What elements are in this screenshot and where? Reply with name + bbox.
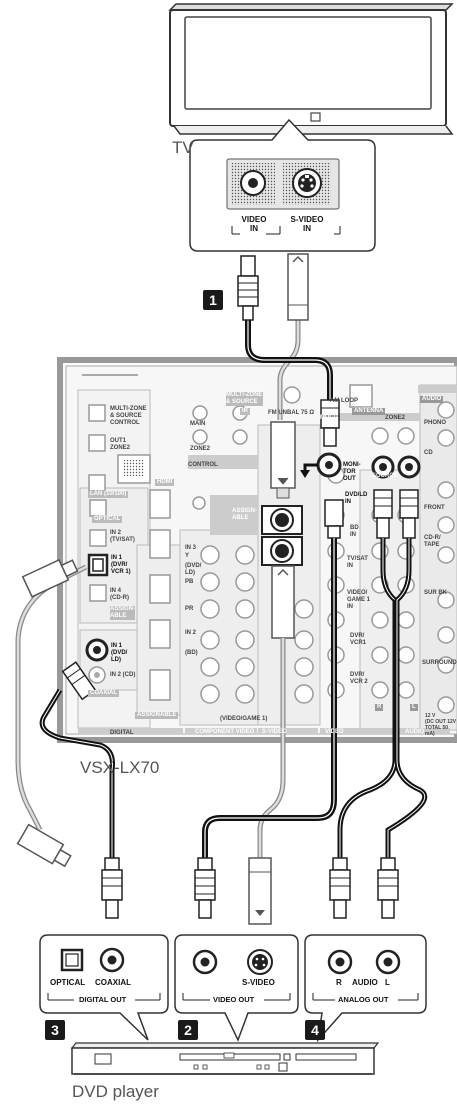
rcv-in1-dvd-label: IN 1 (DVD/ LD) [111, 643, 128, 663]
composite-cable-dvd [194, 499, 344, 919]
receiver-model-label: VSX-LX70 [80, 758, 160, 777]
rcv-dvd-ld-label: (DVD/ LD) [185, 563, 202, 576]
rcv-audio-bottom-label: AUDIO [405, 729, 425, 735]
rcv-bd-label: (BD) [185, 650, 198, 656]
optical-cable [15, 558, 88, 868]
rcv-in3-label: IN 3 [185, 545, 197, 551]
rcv-lan-label: LAN (10/100) [88, 491, 129, 498]
rcv-ir-zone2-label: ZONE2 [190, 446, 211, 452]
rcv-cd-label: CD [424, 450, 433, 456]
rcv-in2-label: IN 2 [185, 630, 197, 636]
coaxial-cable [39, 661, 123, 919]
rcv-y-label: Y [185, 553, 190, 559]
tv-illustration [168, 3, 454, 135]
analog-audio-label: AUDIO [352, 978, 378, 987]
step-badge-3: 3 [45, 1020, 65, 1040]
tv-input-panel [189, 118, 376, 252]
rcv-source-label: SOURCE [372, 473, 398, 479]
rcv-ir-main-label: MAIN [190, 421, 206, 427]
analog-audio-cable [329, 489, 428, 919]
rcv-multi-label: MULTI [320, 415, 338, 421]
dvd-analog-out-panel [304, 934, 427, 1043]
rcv-assignable-digital-label: ASSIGN- ABLE [110, 606, 136, 620]
digital-out-title: DIGITAL OUT [76, 995, 130, 1004]
analog-r-label: R [336, 978, 342, 987]
rcv-in2-tvsat-label: IN 2 (TV/SAT) [110, 530, 135, 543]
rcv-assignable-bottom-label: ASSIGNABLE [135, 712, 179, 719]
rcv-assignable-mid-label: ASSIGN- ABLE [232, 508, 258, 521]
rcv-video-game-label: (VIDEO/GAME 1) [220, 716, 268, 722]
rcv-bd-in-label: BD IN [350, 525, 359, 538]
tv-svideo-in-label: S-VIDEO IN [290, 215, 324, 233]
svideo-cable-dvd [248, 565, 295, 925]
tv-label: TV [172, 138, 194, 157]
receiver-rear-panel [57, 357, 457, 743]
rcv-in4-cdr-label: IN 4 (CD-R) [110, 588, 129, 601]
rcv-front-label: FRONT [424, 505, 445, 511]
rcv-dc-out-label: 12 V (DC OUT 12V TOTAL 50 mA) [425, 713, 457, 737]
rcv-dvr-vcr2-label: DVR/ VCR 2 [350, 672, 368, 685]
svideo-cable-tv [270, 253, 309, 499]
rcv-fm-unbal-label: FM UNBAL 75 Ω [268, 410, 315, 416]
analog-l-label: L [385, 978, 390, 987]
rcv-pb-label: PB [185, 579, 194, 585]
rcv-sur-back-label: SUR BK [424, 590, 448, 596]
dvd-video-out-panel [174, 934, 299, 1042]
step-badge-2: 2 [178, 1020, 198, 1040]
rcv-component-video-label: COMPONENT VIDEO [195, 729, 255, 735]
dvd-player-label: DVD player [72, 1082, 159, 1101]
rcv-out-zones-label: OUT1 ZONE2 [110, 438, 131, 451]
tv-video-in-label: VIDEO IN [241, 215, 267, 233]
composite-cable-tv [237, 255, 340, 478]
rcv-phono-label: PHONO [424, 420, 447, 426]
rcv-zone2-label: ZONE2 [385, 415, 406, 421]
rcv-ir-label: IR [240, 408, 250, 415]
rcv-antenna-label: ANTENNA [352, 408, 386, 415]
video-out-title: VIDEO OUT [210, 995, 258, 1004]
rcv-l-label: L [410, 704, 418, 711]
dvd-digital-out-panel [39, 934, 169, 1041]
rcv-hdmi-label: HDMI [155, 479, 175, 486]
rcv-tvsat-in-label: TV/SAT IN [347, 556, 368, 569]
rcv-monitor-out-label: MONI- TOR OUT [343, 462, 361, 482]
rcv-digital-label: DIGITAL [110, 730, 134, 736]
rcv-r-label: R [375, 704, 384, 711]
rcv-video-label: VIDEO [325, 729, 344, 735]
rcv-optical-label: OPTICAL [92, 516, 123, 523]
step-badge-1: 1 [203, 290, 223, 310]
rcv-in-cd-label: IN 2 (CD) [110, 672, 136, 678]
rcv-surround-label: SURROUND [422, 660, 457, 666]
coaxial-out-label: COAXIAL [95, 978, 131, 987]
rcv-cd-r-tape-label: CD-R/ TAPE [424, 535, 441, 548]
rcv-control-label: CONTROL [188, 462, 218, 468]
optical-out-label: OPTICAL [50, 978, 86, 987]
rcv-multi-zone-label: MULTI-ZONE & SOURCE CONTROL [110, 406, 147, 426]
svideo-out-label: S-VIDEO [242, 978, 275, 987]
rcv-in1-dvr-label: IN 1 (DVR/ VCR 1) [111, 555, 131, 575]
rcv-audio-label: AUDIO [420, 396, 444, 403]
rcv-multi-zone2-label: MULTI-ZONE & SOURCE [226, 392, 263, 406]
rcv-coaxial-label: COAXIAL [88, 690, 119, 697]
step-badge-4: 4 [305, 1020, 325, 1040]
analog-out-title: ANALOG OUT [335, 995, 392, 1004]
rcv-s-video-label: S-VIDEO [262, 729, 287, 735]
rcv-video-game-in-label: VIDEO/ GAME 1 IN [347, 590, 371, 610]
rcv-dvr-vcr1-label: DVR/ VCR1 [350, 633, 367, 646]
rcv-dvd-ld-in-label: DVD/LD IN [345, 492, 368, 505]
dvd-player-illustration [70, 1042, 380, 1075]
rcv-pr-label: PR [185, 606, 194, 612]
rcv-am-loop-label: AM LOOP [330, 398, 358, 404]
